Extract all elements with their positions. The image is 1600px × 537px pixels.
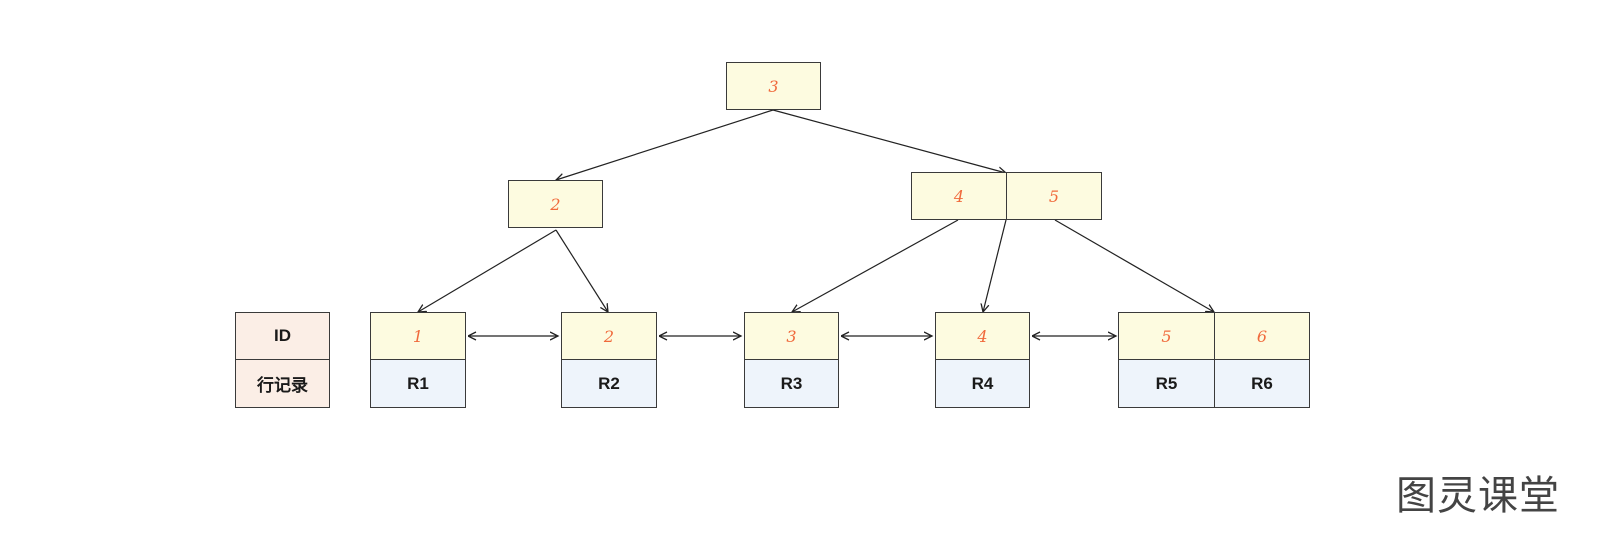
leaf5-key-2: 6 bbox=[1214, 312, 1310, 360]
edge-root-to-right bbox=[772, 109, 1006, 173]
leaf3-record: R3 bbox=[744, 359, 839, 408]
leaf1-record: R1 bbox=[370, 359, 466, 408]
leaf5-record-2: R6 bbox=[1214, 359, 1310, 408]
internal-left-key: 2 bbox=[508, 180, 603, 228]
root-key: 3 bbox=[726, 62, 821, 110]
leaf2-key: 2 bbox=[561, 312, 657, 360]
leaf4-record: R4 bbox=[935, 359, 1030, 408]
leaf4-key: 4 bbox=[935, 312, 1030, 360]
edge-node2-to-leaf2 bbox=[555, 229, 608, 312]
internal-right-key-2: 5 bbox=[1006, 172, 1102, 220]
edge-node2-to-leaf1 bbox=[418, 229, 557, 312]
legend-record: 行记录 bbox=[235, 359, 330, 408]
internal-right-key-1: 4 bbox=[911, 172, 1007, 220]
leaf5-key-1: 5 bbox=[1118, 312, 1215, 360]
leaf2-record: R2 bbox=[561, 359, 657, 408]
leaf3-key: 3 bbox=[744, 312, 839, 360]
leaf5-record-1: R5 bbox=[1118, 359, 1215, 408]
edge-node45-to-leaf3 bbox=[792, 219, 959, 312]
leaf1-key: 1 bbox=[370, 312, 466, 360]
edge-root-to-left bbox=[556, 109, 774, 180]
legend-id: ID bbox=[235, 312, 330, 360]
edge-node45-to-leaf4 bbox=[983, 219, 1007, 312]
edge-node45-to-leaf5 bbox=[1054, 219, 1214, 312]
watermark: 图灵课堂 bbox=[1396, 473, 1560, 519]
